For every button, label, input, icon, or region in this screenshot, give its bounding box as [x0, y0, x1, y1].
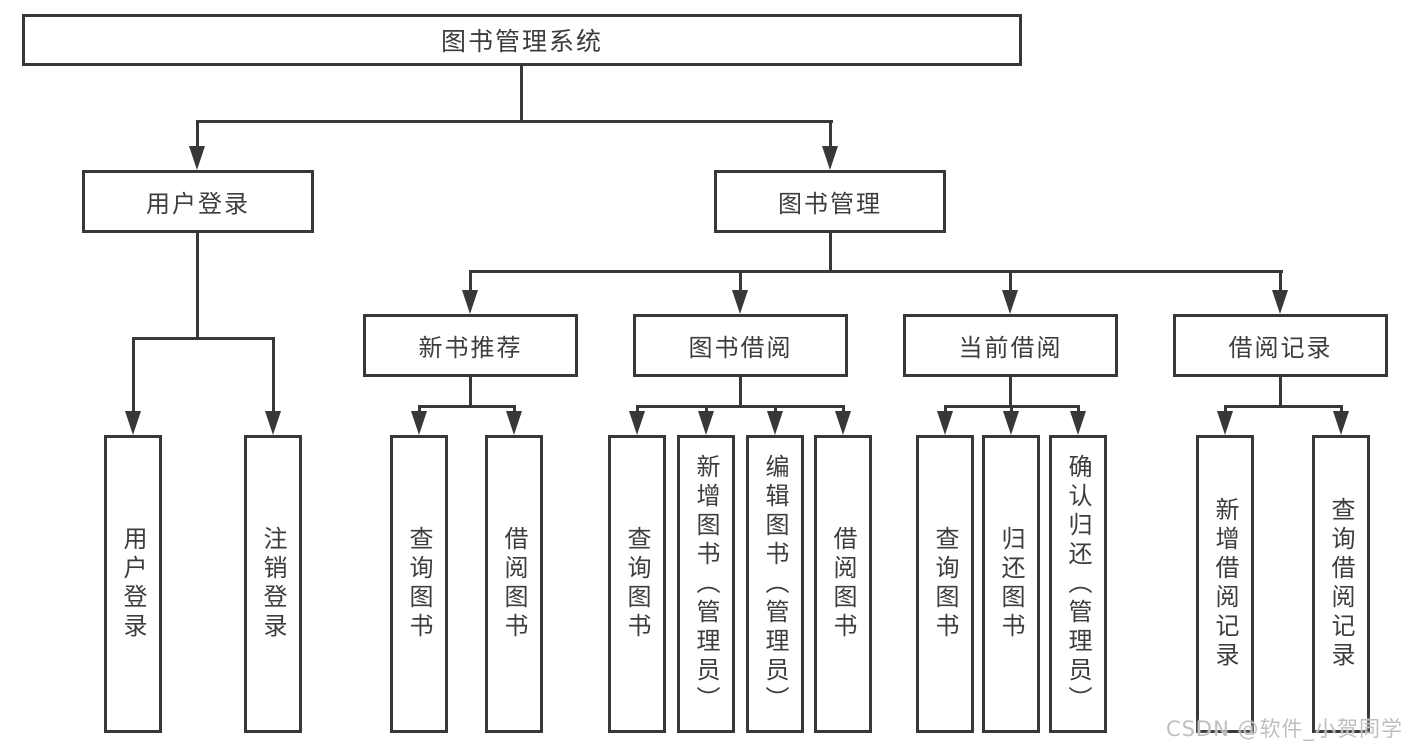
connector-line: [774, 405, 777, 414]
node-label: 图书管理系统: [440, 27, 603, 56]
node-confirm-return-admin: 确认归还（管理员）: [1049, 435, 1107, 733]
connector-line: [132, 337, 275, 340]
node-label: 借阅图书: [500, 526, 528, 642]
arrowhead-icon: [506, 411, 522, 435]
arrowhead-icon: [1003, 411, 1019, 435]
node-label: 编辑图书（管理员）: [761, 453, 789, 715]
node-label: 用户登录: [119, 526, 147, 642]
arrowhead-icon: [125, 411, 141, 435]
node-current-borrowing: 当前借阅: [903, 314, 1118, 377]
connector-line: [513, 405, 516, 414]
node-label: 归还图书: [997, 526, 1025, 642]
arrowhead-icon: [411, 411, 427, 435]
connector-line: [1009, 377, 1012, 408]
node-label: 查询图书: [931, 526, 959, 642]
node-borrowing-records: 借阅记录: [1173, 314, 1388, 377]
node-user-login: 用户登录: [82, 170, 314, 233]
node-label: 新增图书（管理员）: [692, 453, 720, 715]
connector-line: [705, 405, 708, 414]
arrowhead-icon: [462, 290, 478, 314]
node-add-borrow-record: 新增借阅记录: [1196, 435, 1254, 733]
node-add-book-admin: 新增图书（管理员）: [677, 435, 735, 733]
node-query-books-recommend: 查询图书: [390, 435, 448, 733]
connector-line: [132, 337, 135, 413]
arrowhead-icon: [629, 411, 645, 435]
connector-line: [469, 270, 472, 292]
node-return-book: 归还图书: [982, 435, 1040, 733]
arrowhead-icon: [1070, 411, 1086, 435]
connector-line: [739, 377, 742, 408]
connector-line: [1340, 405, 1343, 414]
watermark-text: CSDN @软件_小贺同学: [1165, 717, 1403, 741]
connector-line: [739, 270, 742, 292]
node-label: 借阅图书: [829, 526, 857, 642]
node-query-books-borrow: 查询图书: [608, 435, 666, 733]
node-book-management: 图书管理: [714, 170, 946, 233]
node-edit-book-admin: 编辑图书（管理员）: [746, 435, 804, 733]
node-borrow-books-recommend: 借阅图书: [485, 435, 543, 733]
arrowhead-icon: [1272, 290, 1288, 314]
node-book-borrowing: 图书借阅: [633, 314, 848, 377]
node-new-book-recommendation: 新书推荐: [363, 314, 578, 377]
node-label: 注销登录: [259, 526, 287, 642]
connector-line: [469, 377, 472, 408]
node-label: 查询借阅记录: [1327, 497, 1355, 671]
connector-line: [520, 66, 523, 123]
node-logout: 注销登录: [244, 435, 302, 733]
arrowhead-icon: [698, 411, 714, 435]
connector-line: [418, 405, 421, 414]
arrowhead-icon: [1333, 411, 1349, 435]
connector-line: [944, 405, 947, 414]
connector-line: [469, 270, 1283, 273]
node-label: 新书推荐: [418, 334, 523, 362]
arrowhead-icon: [1002, 290, 1018, 314]
connector-line: [842, 405, 845, 414]
connector-line: [1009, 270, 1012, 292]
node-library-management-system: 图书管理系统: [22, 14, 1022, 66]
connector-line: [1224, 405, 1227, 414]
node-label: 新增借阅记录: [1211, 497, 1239, 671]
node-label: 借阅记录: [1228, 334, 1333, 362]
connector-line: [196, 120, 199, 148]
arrowhead-icon: [822, 146, 838, 170]
arrowhead-icon: [265, 411, 281, 435]
node-label: 图书管理: [778, 190, 882, 218]
connector-line: [1279, 377, 1282, 408]
connector-line: [829, 120, 832, 148]
connector-line: [636, 405, 845, 408]
connector-line: [418, 405, 516, 408]
connector-line: [829, 233, 832, 273]
node-label: 确认归还（管理员）: [1064, 453, 1092, 715]
arrowhead-icon: [1217, 411, 1233, 435]
arrowhead-icon: [767, 411, 783, 435]
node-query-borrow-record: 查询借阅记录: [1312, 435, 1370, 733]
node-label: 当前借阅: [958, 334, 1063, 362]
arrowhead-icon: [732, 290, 748, 314]
connector-line: [1224, 405, 1343, 408]
node-label: 用户登录: [146, 190, 250, 218]
node-label: 图书借阅: [688, 334, 793, 362]
connector-line: [636, 405, 639, 414]
node-label: 查询图书: [623, 526, 651, 642]
arrowhead-icon: [937, 411, 953, 435]
connector-line: [196, 233, 199, 340]
arrowhead-icon: [835, 411, 851, 435]
connector-line: [1077, 405, 1080, 414]
arrowhead-icon: [189, 146, 205, 170]
connector-line: [1279, 270, 1282, 292]
node-borrow-books: 借阅图书: [814, 435, 872, 733]
connector-line: [272, 337, 275, 413]
connector-line: [196, 120, 833, 123]
connector-line: [1010, 405, 1013, 414]
node-user-login-leaf: 用户登录: [104, 435, 162, 733]
node-query-books-current: 查询图书: [916, 435, 974, 733]
node-label: 查询图书: [405, 526, 433, 642]
